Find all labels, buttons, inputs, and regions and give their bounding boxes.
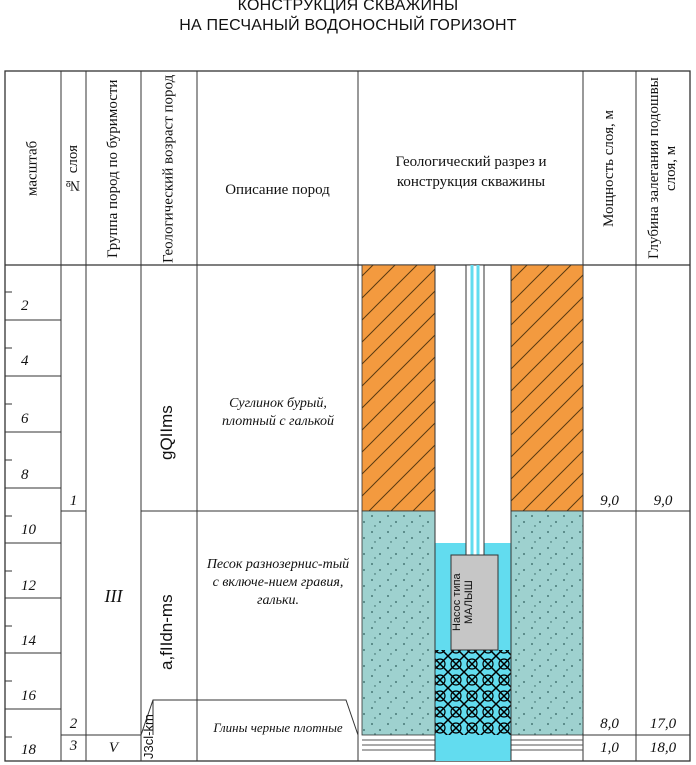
header-scale: масштаб: [24, 140, 41, 197]
header-rock-group: Группа пород по буримости: [105, 79, 121, 258]
geo-age-layer-3: J3cl-km: [141, 714, 156, 759]
thickness-layer-3: 1,0: [600, 740, 619, 756]
scale-label-6: 6: [21, 411, 29, 427]
pump-body: [450, 554, 499, 651]
title-line-1: КОНСТРУКЦИЯ СКВАЖИНЫ: [237, 0, 459, 14]
header-thickness: Мощность слоя, м: [601, 110, 617, 227]
header-geo-age: Геологический возраст пород: [160, 74, 177, 263]
loam-layer-right: [510, 264, 584, 512]
scale-label-8: 8: [21, 467, 29, 483]
pump-label: Насос типа МАЛЫШ: [451, 573, 475, 631]
geo-age-layer-2: a,fIIdn-ms: [157, 594, 176, 670]
header-description: Описание пород: [225, 182, 330, 198]
header-depth: Глубина залегания подошвы слоя, м: [646, 77, 679, 260]
layer-no-3: 3: [69, 738, 78, 754]
sand-layer-right: [510, 510, 584, 736]
casing-pipe: [465, 264, 485, 556]
rock-group-v: V: [108, 740, 119, 756]
header-section: Геологический разрез и конструкция скваж…: [395, 154, 547, 190]
description-layer-3: Глины черные плотные: [213, 720, 343, 735]
scale-label-18: 18: [21, 742, 36, 758]
title-line-2: НА ПЕСЧАНЫЙ ВОДОНОСНЫЙ ГОРИЗОНТ: [179, 17, 517, 34]
depth-layer-2: 17,0: [649, 716, 677, 732]
scale-label-16: 16: [21, 688, 36, 704]
scale-label-4: 4: [21, 353, 29, 369]
scale-label-12: 12: [21, 578, 36, 594]
rock-group-iii: III: [104, 586, 123, 606]
thickness-layer-2: 8,0: [600, 716, 619, 732]
scale-label-2: 2: [21, 298, 29, 314]
description-layer-2: Песок разнозернис-тый с включе-нием грав…: [206, 557, 350, 608]
sand-layer-left: [361, 510, 436, 736]
layer-no-2: 2: [69, 716, 78, 732]
scale-label-10: 10: [21, 522, 36, 538]
description-layer-1: Суглинок бурый, плотный с галькой: [222, 396, 334, 429]
scale-label-14: 14: [21, 633, 36, 649]
thickness-layer-1: 9,0: [600, 493, 619, 509]
layer-no-1: 1: [69, 493, 78, 509]
geo-age-layer-1: gQIIms: [157, 405, 176, 460]
loam-layer-left: [361, 264, 436, 512]
depth-layer-3: 18,0: [649, 740, 677, 756]
header-layer-no: № слоя: [65, 144, 81, 193]
gravel-filter: [435, 650, 511, 735]
depth-layer-1: 9,0: [653, 493, 673, 509]
clay-layer: [362, 739, 583, 751]
